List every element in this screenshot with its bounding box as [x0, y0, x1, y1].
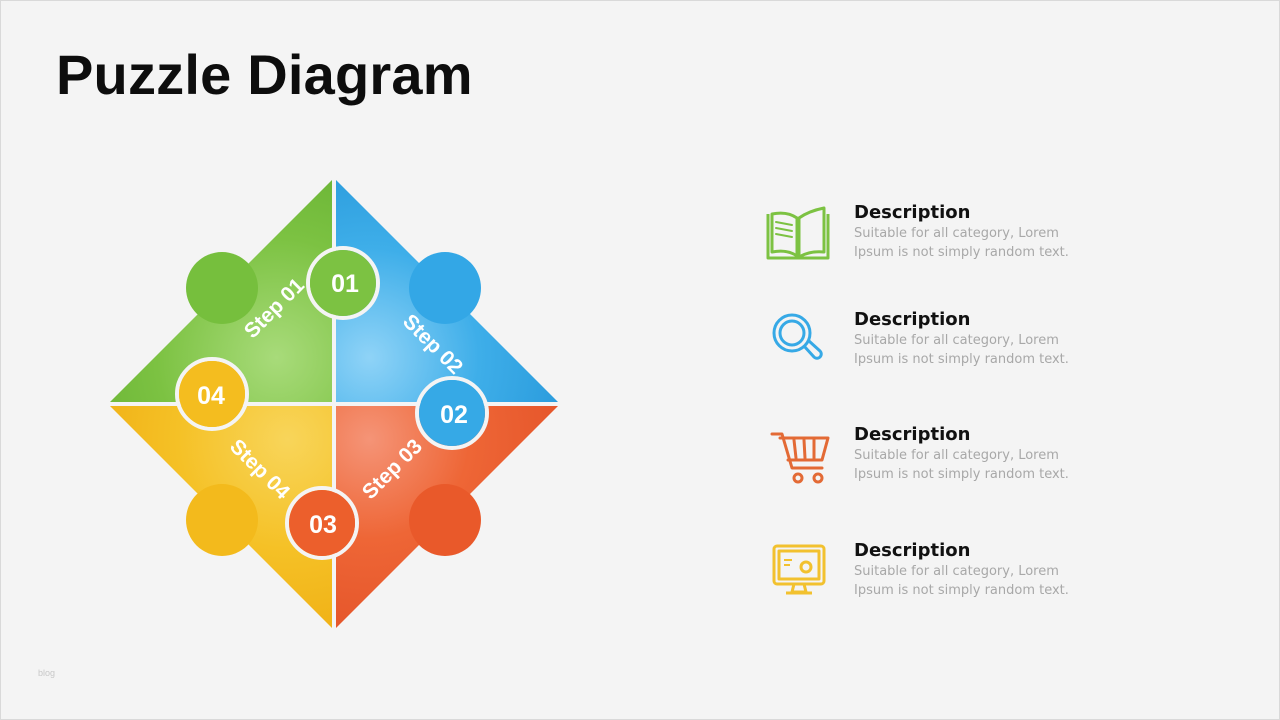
description-line: Suitable for all category, Lorem — [854, 564, 1059, 579]
watermark-text: blog — [38, 668, 56, 678]
knob-fill-01 — [310, 250, 376, 316]
description-line: Ipsum is not simply random text. — [854, 583, 1069, 598]
book-icon — [766, 206, 830, 260]
magnifier-icon — [772, 313, 823, 360]
description-line: Ipsum is not simply random text. — [854, 245, 1069, 260]
step-number-04: 04 — [197, 382, 225, 410]
description-heading: Description — [854, 424, 971, 445]
knob-fill-03 — [289, 490, 355, 556]
step-number-02: 02 — [440, 401, 468, 429]
description-item-3: Description Suitable for all category, L… — [762, 424, 1122, 500]
description-line: Suitable for all category, Lorem — [854, 333, 1059, 348]
step-number-03: 03 — [309, 511, 337, 539]
description-heading: Description — [854, 540, 971, 561]
description-line: Ipsum is not simply random text. — [854, 467, 1069, 482]
puzzle-piece-step-04-tab — [186, 484, 258, 556]
puzzle-piece-step-02-tab — [409, 252, 481, 324]
description-line: Ipsum is not simply random text. — [854, 352, 1069, 367]
puzzle-piece-step-01-tab — [186, 252, 258, 324]
monitor-icon — [772, 544, 826, 595]
knob-fill-04 — [179, 361, 245, 427]
description-line: Suitable for all category, Lorem — [854, 448, 1059, 463]
description-item-2: Description Suitable for all category, L… — [762, 309, 1122, 385]
page-title: Puzzle Diagram — [56, 43, 473, 106]
description-heading: Description — [854, 202, 971, 223]
puzzle-piece-step-03-tab — [409, 484, 481, 556]
knob-fill-02 — [419, 380, 485, 446]
puzzle-seams — [106, 176, 562, 630]
shopping-cart-icon — [770, 432, 830, 484]
description-heading: Description — [854, 309, 971, 330]
description-item-4: Description Suitable for all category, L… — [762, 540, 1122, 616]
description-line: Suitable for all category, Lorem — [854, 226, 1059, 241]
step-number-01: 01 — [331, 270, 359, 298]
description-item-1: Description Suitable for all category, L… — [762, 202, 1122, 278]
